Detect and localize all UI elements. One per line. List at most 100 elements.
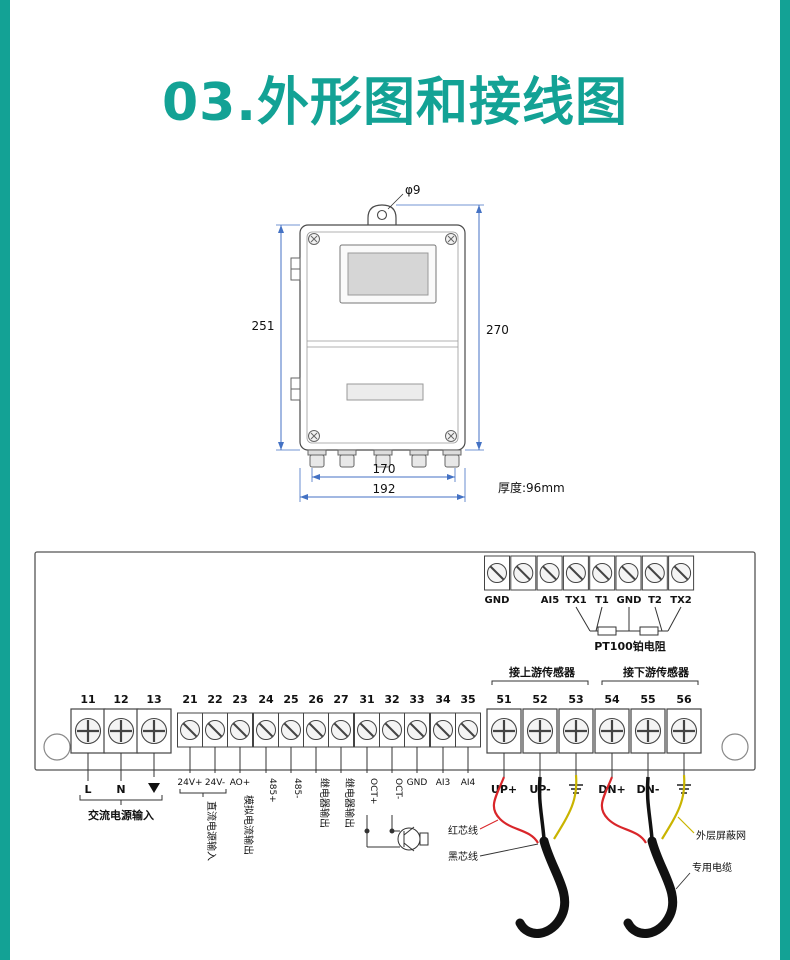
black-core-leader (479, 843, 539, 857)
label-ai4: AI4 (461, 778, 476, 788)
top-label: T1 (595, 595, 609, 606)
terminal-screw (509, 555, 537, 591)
terminal-numbers: 11 12 13 21 22 23 24 25 26 27 31 32 33 3… (80, 693, 692, 706)
terminal-number: 26 (308, 693, 324, 706)
terminal-screw (277, 712, 305, 748)
oct-circuit-symbol (364, 815, 429, 852)
mounting-hole-left (43, 733, 71, 761)
cable-leader (675, 872, 691, 890)
ac-power-bracket (79, 795, 163, 805)
shield-wire (553, 774, 578, 840)
terminal-screw (588, 555, 616, 591)
terminal-screw (536, 555, 564, 591)
terminal-screw (302, 712, 330, 748)
label-oct-minus: OCT- (393, 778, 403, 799)
terminal-number: 32 (384, 693, 399, 706)
terminal-screw-large (69, 707, 107, 755)
corner-screws (308, 233, 457, 442)
upstream-sensor-wires (492, 774, 578, 938)
terminal-screw-large (557, 707, 595, 755)
terminal-screw (226, 712, 254, 748)
power-terminal-block (69, 707, 173, 755)
top-strip-labels: GND AI5 TX1 T1 GND T2 TX2 (485, 595, 692, 606)
dc-power-bracket (179, 789, 227, 797)
terminal-number: 53 (568, 693, 583, 706)
label-24v-minus: 24V- (205, 778, 225, 788)
hole-diameter-label: φ9 (405, 183, 421, 197)
terminal-number: 52 (532, 693, 547, 706)
page-title: 03.外形图和接线图 (161, 73, 629, 133)
terminal-number: 22 (207, 693, 222, 706)
red-core-wire (492, 776, 539, 844)
terminal-screw (201, 712, 229, 748)
terminal-number: 21 (182, 693, 197, 706)
terminal-screw (562, 555, 590, 591)
terminal-screw (353, 712, 381, 748)
label-relay-2: 继电器输出 (343, 778, 356, 828)
red-core-leader (479, 819, 499, 830)
analog-output-label: 模拟电流输出 (242, 795, 255, 855)
terminal-screw (483, 555, 511, 591)
wiring-diagram: GND AI5 TX1 T1 GND T2 TX2 PT100铂电阻 接上游传感… (34, 551, 756, 938)
terminal-number: 12 (113, 693, 128, 706)
cable-label: 专用电缆 (692, 861, 732, 874)
terminal-screw-large (665, 707, 703, 755)
black-core-wire (645, 776, 654, 840)
upstream-terminal-block (485, 707, 595, 755)
terminal-leads (87, 747, 685, 781)
thickness-label: 厚度:96mm (498, 480, 565, 495)
display-screen (347, 252, 429, 296)
label-ai3: AI3 (436, 778, 451, 788)
black-core-wire (537, 776, 546, 840)
enclosure-inner-border (306, 231, 459, 444)
mounting-hole-right (721, 733, 749, 761)
terminal-number: 24 (258, 693, 274, 706)
terminal-screw (176, 712, 204, 748)
red-core-wire (600, 776, 647, 844)
top-label: GND (617, 595, 642, 606)
terminal-screw (641, 555, 669, 591)
label-24v-plus: 24V+ (177, 778, 202, 788)
pt100-wiring (575, 606, 682, 636)
label-485-plus: 485+ (267, 778, 277, 803)
label-gnd: GND (407, 778, 428, 788)
ac-input-label: 交流电源输入 (88, 808, 154, 822)
label-dn-plus: DN+ (598, 783, 626, 796)
outline-drawing: φ9 (252, 183, 565, 502)
top-label: T2 (648, 595, 662, 606)
top-label: GND (485, 595, 510, 606)
label-485-minus: 485- (292, 778, 302, 798)
top-label: TX1 (565, 595, 587, 606)
terminal-number: 56 (676, 693, 692, 706)
shield-leader (677, 816, 695, 834)
top-label: TX2 (670, 595, 692, 606)
outer-shield-label: 外层屏蔽网 (696, 830, 746, 842)
downstream-sensor-label: 接下游传感器 (623, 665, 690, 679)
black-core-label: 黑芯线 (448, 850, 478, 863)
hole-leader-line (387, 193, 404, 210)
left-accent-bar (0, 0, 10, 960)
label-l: L (84, 783, 91, 796)
label-ao-plus: AO+ (230, 778, 251, 788)
terminal-number: 31 (359, 693, 374, 706)
terminal-screw (403, 712, 431, 748)
sensor-cable (515, 836, 570, 938)
dim-251-label: 251 (252, 319, 275, 333)
pt100-label: PT100铂电阻 (594, 639, 666, 653)
label-up-plus: UP+ (491, 783, 517, 796)
upstream-sensor-label: 接上游传感器 (509, 665, 576, 679)
terminal-screw-large (629, 707, 667, 755)
terminal-number: 33 (409, 693, 424, 706)
dim-192-label: 192 (373, 482, 396, 496)
terminal-screw-large (593, 707, 631, 755)
dc-input-label: 直流电源输入 (205, 801, 218, 861)
dim-270-label: 270 (486, 323, 509, 337)
hinge-tabs (290, 257, 301, 401)
terminal-number: 34 (435, 693, 451, 706)
terminal-number: 27 (333, 693, 348, 706)
lower-slot (346, 383, 424, 401)
terminal-screw-large (135, 707, 173, 755)
terminal-screw (378, 712, 406, 748)
terminal-screw (667, 555, 695, 591)
